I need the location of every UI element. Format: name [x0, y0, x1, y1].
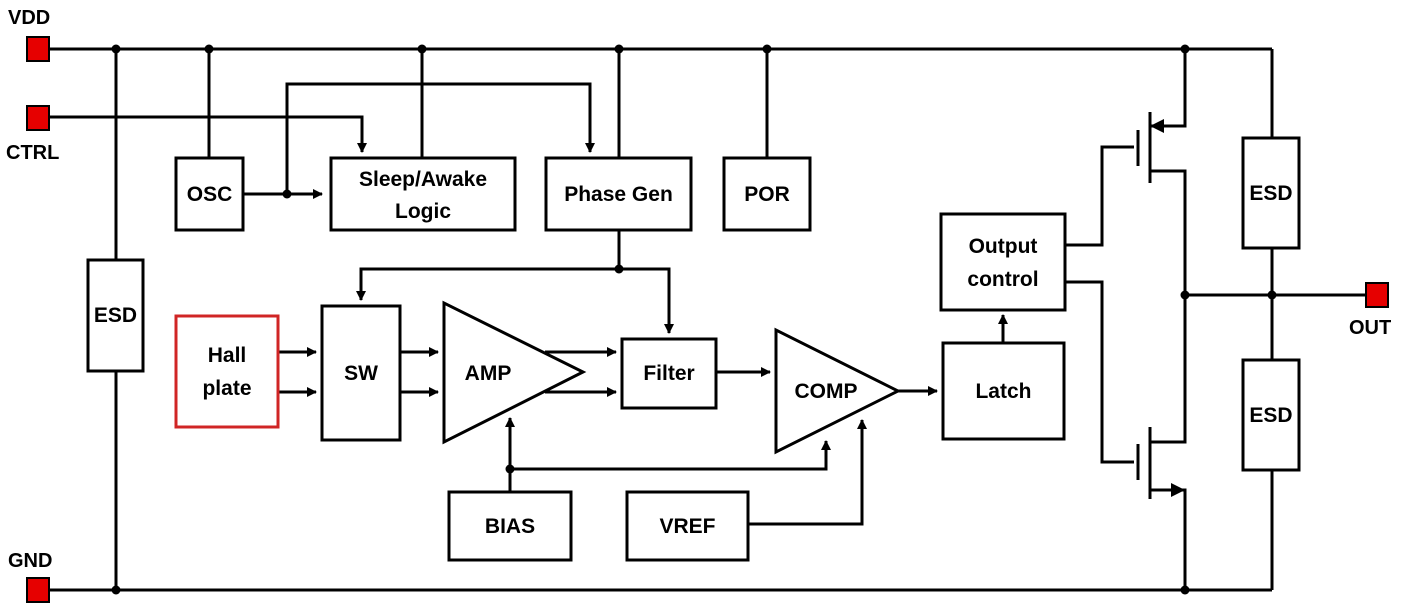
osc-output-wire: [243, 82, 595, 199]
sleep-awake-label: Sleep/Awake: [359, 168, 487, 191]
nmos-transistor: [1136, 295, 1190, 595]
bias-label: BIAS: [485, 515, 535, 538]
ctrl-pin: CTRL: [6, 105, 59, 164]
bias-block: BIAS: [447, 490, 573, 562]
gnd-pin-square: [26, 577, 50, 603]
filter-label: Filter: [643, 362, 694, 385]
output-control-gate-wires: [1065, 145, 1134, 464]
comp-label: COMP: [795, 380, 858, 403]
control-label: control: [967, 268, 1038, 291]
output-control-block: Output control: [939, 212, 1067, 312]
sw-label: SW: [344, 362, 378, 385]
amp-to-filter-wires: [545, 347, 617, 397]
vdd-pin: VDD: [8, 7, 50, 62]
out-label: OUT: [1349, 317, 1391, 339]
osc-label: OSC: [187, 183, 233, 206]
por-block: POR: [722, 156, 812, 232]
phase-supply-wire: [614, 44, 624, 158]
vref-wire: [748, 419, 867, 526]
esd-left-label: ESD: [94, 304, 137, 327]
hall-label: Hall: [208, 344, 247, 367]
ctrl-pin-square: [26, 105, 50, 131]
hall-plate-block: Hall plate: [174, 314, 280, 429]
left-esd-wires: [111, 44, 121, 595]
phase-gen-block: Phase Gen: [544, 156, 693, 232]
osc-supply-wire: [204, 44, 214, 158]
vdd-rail: [48, 47, 1274, 138]
right-esd-top-block: ESD: [1241, 136, 1301, 250]
right-esd-bottom-block: ESD: [1241, 358, 1301, 472]
latch-block: Latch: [941, 341, 1066, 441]
left-esd-block: ESD: [86, 258, 145, 373]
esd-bottom-right-label: ESD: [1249, 404, 1292, 427]
ctrl-wire: [48, 115, 367, 153]
vref-block: VREF: [625, 490, 750, 562]
sleep-supply-wire: [417, 44, 427, 158]
filter-block: Filter: [620, 337, 718, 410]
plate-label: plate: [202, 377, 251, 400]
logic-label: Logic: [395, 200, 451, 223]
sw-to-amp-wires: [400, 347, 439, 397]
vdd-label: VDD: [8, 7, 50, 29]
bias-wires: [505, 417, 831, 492]
ctrl-label: CTRL: [6, 142, 59, 164]
sleep-awake-logic-block: Sleep/Awake Logic: [329, 156, 517, 232]
out-pin-square: [1365, 282, 1389, 308]
output-label: Output: [969, 235, 1038, 258]
phase-gen-output-wire: [356, 230, 674, 334]
osc-block: OSC: [174, 156, 245, 232]
por-label: POR: [744, 183, 790, 206]
out-pin: OUT: [1349, 282, 1391, 339]
vref-label: VREF: [659, 515, 715, 538]
gnd-label: GND: [8, 550, 52, 572]
gnd-pin: GND: [8, 550, 52, 603]
esd-top-right-label: ESD: [1249, 182, 1292, 205]
phase-gen-label: Phase Gen: [564, 183, 673, 206]
output-node-wire: [1180, 248, 1365, 360]
vdd-pin-square: [26, 36, 50, 62]
pmos-transistor: [1136, 44, 1190, 295]
sw-block: SW: [320, 304, 402, 442]
amp-label: AMP: [465, 362, 512, 385]
comp-block: COMP: [774, 327, 902, 455]
hall-to-sw-wires: [278, 347, 317, 397]
gnd-rail: [48, 470, 1274, 592]
por-supply-wire: [762, 44, 772, 158]
amp-block: AMP: [442, 300, 587, 445]
latch-label: Latch: [975, 380, 1031, 403]
